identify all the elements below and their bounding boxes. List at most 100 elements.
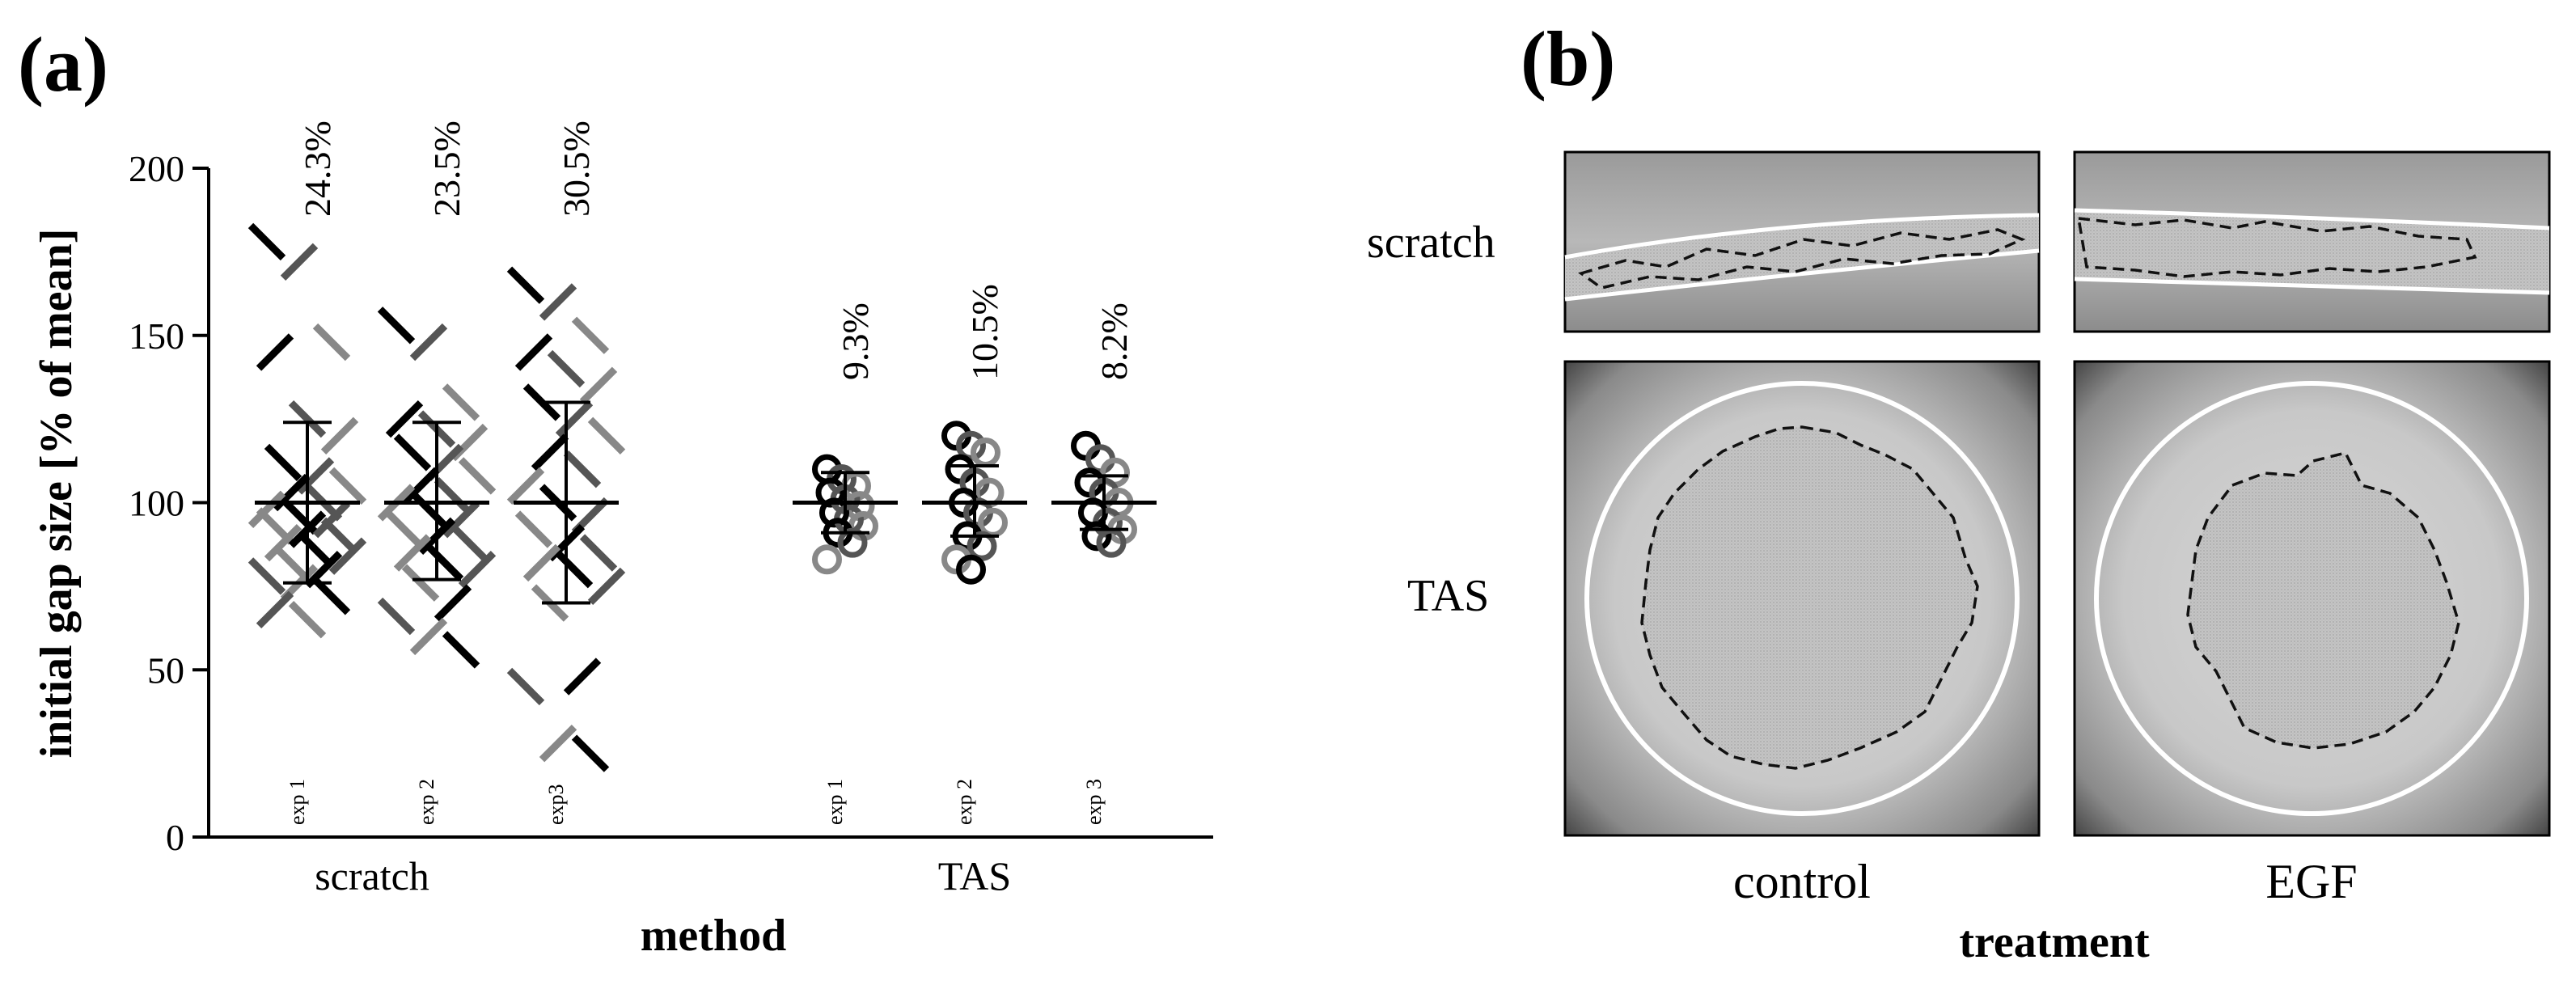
data-point [587, 417, 626, 455]
micrograph-tas-egf [2073, 360, 2551, 837]
data-point [571, 734, 610, 772]
data-point [450, 523, 489, 562]
micrograph-scratch-egf [2073, 150, 2551, 333]
plot-marks [247, 222, 1157, 772]
cv-label: 24.3% [297, 121, 338, 217]
panel-b-label: (b) [1521, 15, 1615, 102]
data-point [579, 366, 618, 404]
column-label-control: control [1733, 855, 1871, 908]
series-1 [377, 307, 497, 669]
data-point [393, 433, 432, 471]
data-point [288, 601, 327, 639]
data-point [401, 564, 440, 602]
data-point [815, 477, 846, 508]
row-label-tas: TAS [1407, 571, 1489, 621]
data-point [377, 307, 416, 345]
series-0 [247, 222, 367, 639]
data-point [256, 333, 294, 371]
data-point [312, 577, 351, 615]
data-point [385, 510, 424, 548]
data-point [296, 531, 335, 569]
micrograph-tas-control [1563, 360, 2041, 837]
experiment-label: exp 1 [823, 779, 847, 825]
data-point [506, 266, 545, 304]
data-point [967, 531, 997, 561]
data-point [320, 517, 359, 556]
panel-b-x-axis-title: treatment [1959, 917, 2150, 967]
data-point [409, 323, 448, 362]
data-point [563, 450, 602, 488]
y-axis-title: initial gap size [% of mean] [32, 229, 82, 759]
data-point [956, 430, 986, 461]
data-point [409, 617, 448, 656]
cv-label: 9.3% [835, 302, 876, 380]
data-point [280, 243, 319, 281]
data-point [547, 349, 586, 388]
experiment-label: exp 2 [953, 779, 976, 825]
data-point [531, 433, 569, 471]
data-point [328, 537, 367, 575]
data-point [442, 631, 480, 669]
data-point [812, 544, 842, 575]
cv-labels: 24.3% 23.5% 30.5% 9.3% 10.5% 8.2% [297, 121, 1135, 380]
panel-a-label: (a) [18, 21, 108, 108]
data-point [539, 283, 577, 321]
data-point [393, 534, 432, 572]
data-point [312, 500, 351, 539]
data-point [458, 457, 497, 495]
experiment-labels: exp 1 exp 2 exp3 exp 1 exp 2 exp 3 [286, 779, 1106, 825]
row-label-scratch: scratch [1367, 218, 1495, 268]
data-point [425, 543, 464, 582]
data-point [320, 417, 359, 455]
data-point [247, 222, 286, 261]
data-point [579, 534, 618, 572]
data-point [377, 597, 416, 636]
data-point [514, 333, 553, 371]
data-point [837, 527, 868, 558]
experiment-label: exp 2 [415, 779, 438, 825]
micrograph-scratch-control [1563, 150, 2041, 333]
data-point [304, 551, 343, 589]
experiment-label: exp 1 [286, 779, 309, 825]
method-labels: scratch TAS [315, 853, 1011, 899]
method-label: scratch [315, 853, 429, 899]
data-point [296, 457, 335, 495]
data-point [272, 543, 311, 582]
data-point [328, 467, 367, 505]
data-point [247, 490, 286, 528]
y-tick-label: 50 [147, 649, 184, 691]
method-label: TAS [938, 853, 1011, 899]
data-point [434, 584, 472, 622]
cv-label: 10.5% [964, 284, 1005, 380]
data-point [956, 554, 986, 585]
cv-label: 23.5% [426, 121, 467, 217]
data-point [312, 323, 351, 362]
data-point [539, 725, 577, 763]
data-point [264, 443, 302, 482]
data-point [256, 590, 294, 629]
data-point [458, 551, 497, 589]
experiment-label: exp 3 [1082, 779, 1106, 825]
data-point [385, 400, 424, 438]
y-tick-label: 0 [166, 817, 184, 858]
data-point [442, 383, 480, 421]
data-point [506, 667, 545, 706]
data-point [522, 543, 561, 582]
data-point [409, 490, 448, 528]
y-tick-label: 150 [129, 315, 184, 357]
data-point [442, 500, 480, 539]
data-point [264, 523, 302, 562]
data-point [514, 510, 553, 548]
x-axis-title: method [641, 911, 786, 961]
series-3 [793, 454, 898, 575]
cv-label: 30.5% [556, 121, 597, 217]
experiment-label: exp3 [544, 784, 568, 825]
data-point [555, 551, 594, 589]
data-point [401, 467, 440, 505]
data-point [288, 400, 327, 438]
data-point [587, 567, 626, 606]
cv-label: 8.2% [1093, 302, 1135, 380]
